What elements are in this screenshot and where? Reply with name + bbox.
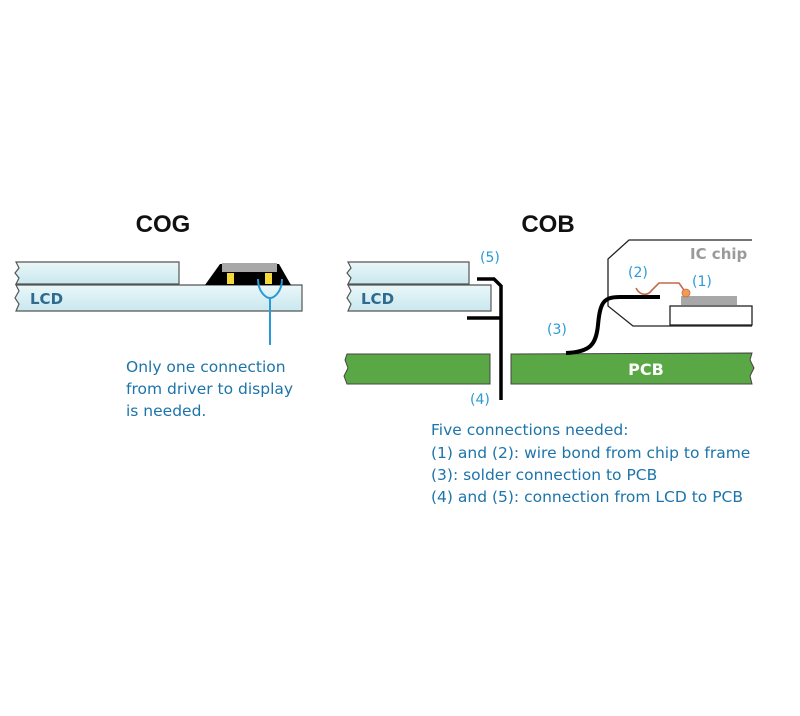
cob-section: COB LCD PCB IC chip (1) (2) (3) (4) (5) … <box>343 211 755 506</box>
cob-ic-frame <box>607 239 752 327</box>
cob-top-glass <box>346 261 470 285</box>
cob-title: COB <box>521 211 574 238</box>
cob-pcb-left <box>343 353 491 385</box>
cob-note-line-3: (3): solder connection to PCB <box>431 466 657 484</box>
cob-note-line-2: (1) and (2): wire bond from chip to fram… <box>431 444 750 462</box>
cob-ic-label: IC chip <box>690 245 748 263</box>
cog-lcd-label: LCD <box>30 290 63 308</box>
cob-callout-5: (5) <box>480 250 500 266</box>
cob-lcd-glass <box>346 284 492 312</box>
cog-title: COG <box>136 211 191 238</box>
cob-lcd-connector <box>477 277 503 400</box>
cog-note-line-2: from driver to display <box>126 380 293 398</box>
cob-wire-bond <box>635 282 687 296</box>
cob-pcb-right <box>510 352 755 385</box>
cob-note-line-1: Five connections needed: <box>431 421 628 439</box>
cob-callout-3: (3) <box>547 322 567 338</box>
cog-top-glass <box>14 261 180 285</box>
cog-lcd-glass <box>14 284 303 312</box>
cob-pcb-label: PCB <box>628 360 664 379</box>
cob-callout-2: (2) <box>628 265 648 281</box>
cob-callout-1: (1) <box>692 274 712 290</box>
cog-bump-left <box>227 273 234 284</box>
cob-lcd-label: LCD <box>361 290 394 308</box>
cog-note-line-3: is needed. <box>126 402 206 420</box>
cob-bond-ball <box>681 288 691 298</box>
cog-note-line-1: Only one connection <box>126 358 286 376</box>
cob-callout-4: (4) <box>470 392 490 408</box>
cog-section: COG LCD Only one connection from driver … <box>14 211 303 420</box>
cog-bump-right <box>265 273 272 284</box>
cob-ic-inner-block <box>669 305 753 326</box>
cob-solder-lead <box>565 295 660 355</box>
cog-driver-die <box>222 263 277 272</box>
cob-die <box>681 296 737 305</box>
cob-note-line-4: (4) and (5): connection from LCD to PCB <box>431 488 743 506</box>
